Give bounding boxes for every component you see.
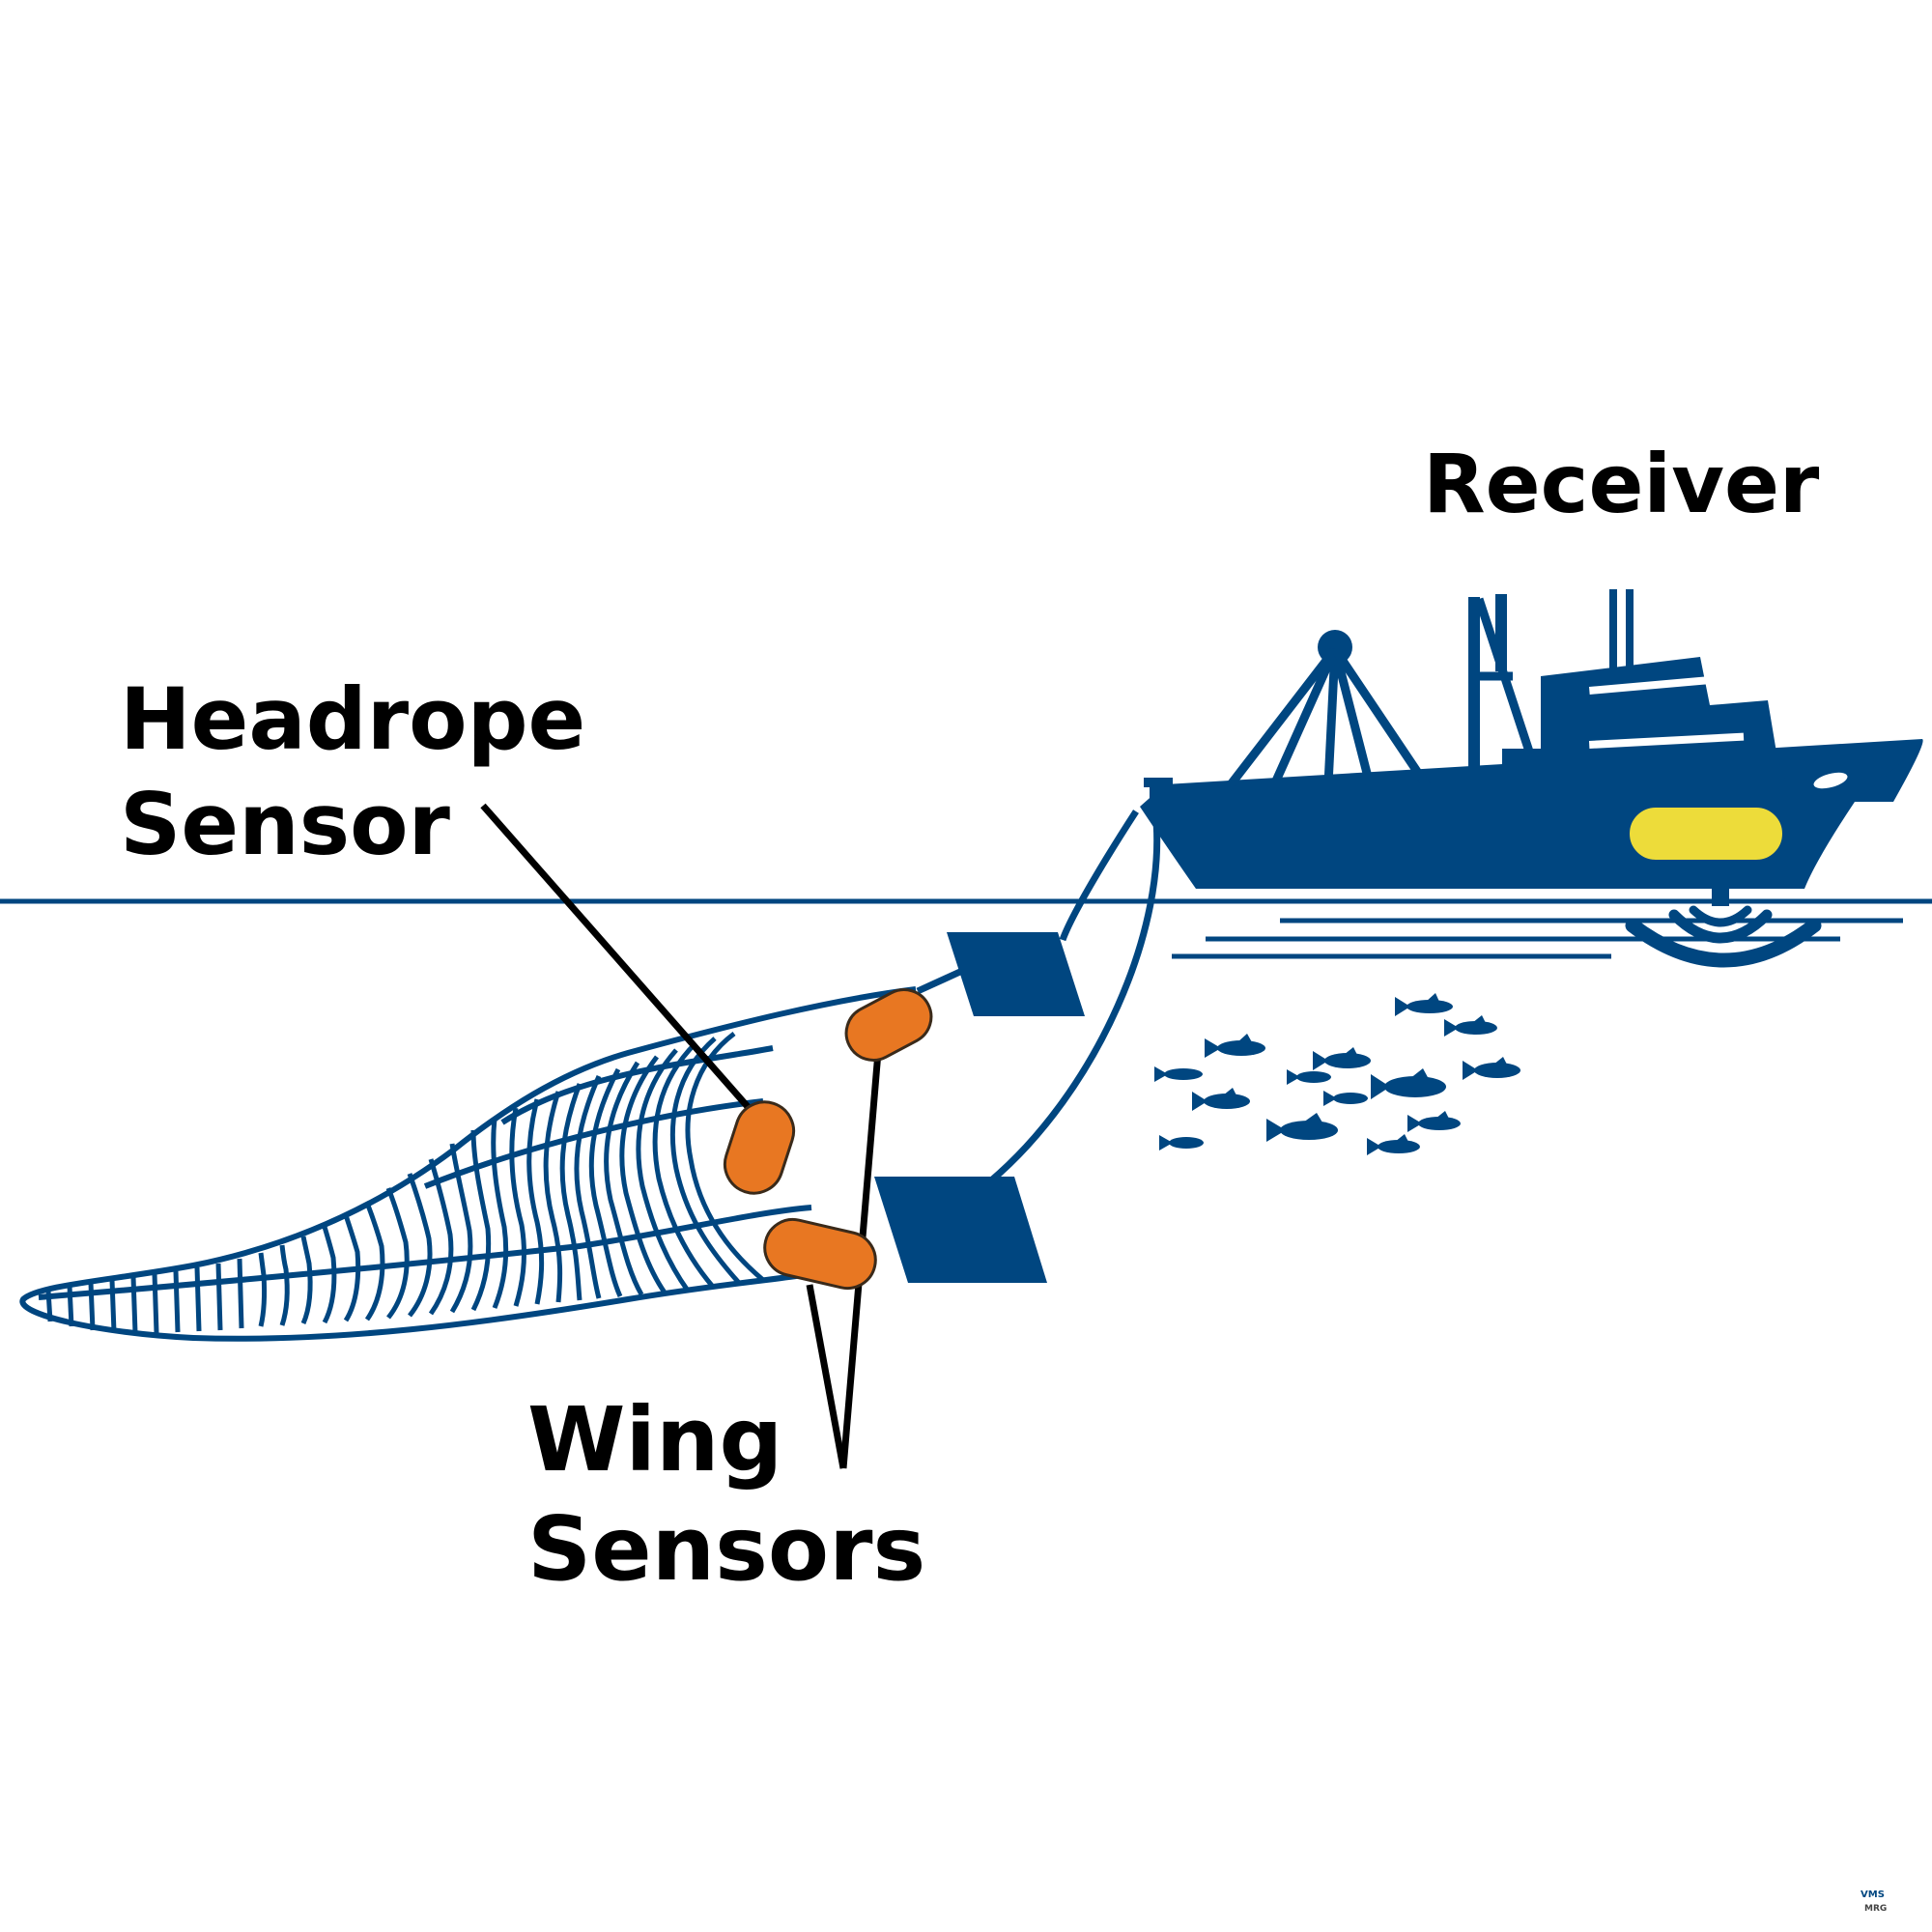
- ship-windows: [1589, 675, 1848, 789]
- receiver-unit: [1626, 804, 1786, 864]
- trawl-door-lower: [874, 1177, 1047, 1283]
- trawl-net: [19, 986, 917, 1342]
- headrope-sensor: [723, 1100, 796, 1195]
- sensor-leader-lines: [480, 803, 882, 1469]
- watermark-logo: VMS MRG: [1861, 1889, 1887, 1914]
- sensors: [723, 988, 933, 1291]
- wing-sensors-label-line1: Wing: [527, 1388, 782, 1492]
- headrope-sensor-label-line1: Headrope: [120, 669, 585, 769]
- wing-sensors-label-line2: Sensors: [527, 1497, 925, 1601]
- sonar-wave-icon: [1625, 889, 1822, 968]
- fishing-vessel-icon: [1140, 589, 1923, 889]
- wing-sensor-upper: [844, 988, 933, 1062]
- watermark-line1: VMS: [1861, 1889, 1885, 1900]
- watermark-line2: MRG: [1864, 1904, 1887, 1914]
- headrope-sensor-label-line2: Sensor: [120, 775, 451, 874]
- ship-rigging: [1221, 597, 1538, 795]
- wing-sensor-lower: [763, 1217, 877, 1291]
- fish-school-icon: [1154, 993, 1520, 1155]
- trawl-door-upper: [947, 932, 1085, 1016]
- receiver-label: Receiver: [1423, 437, 1820, 531]
